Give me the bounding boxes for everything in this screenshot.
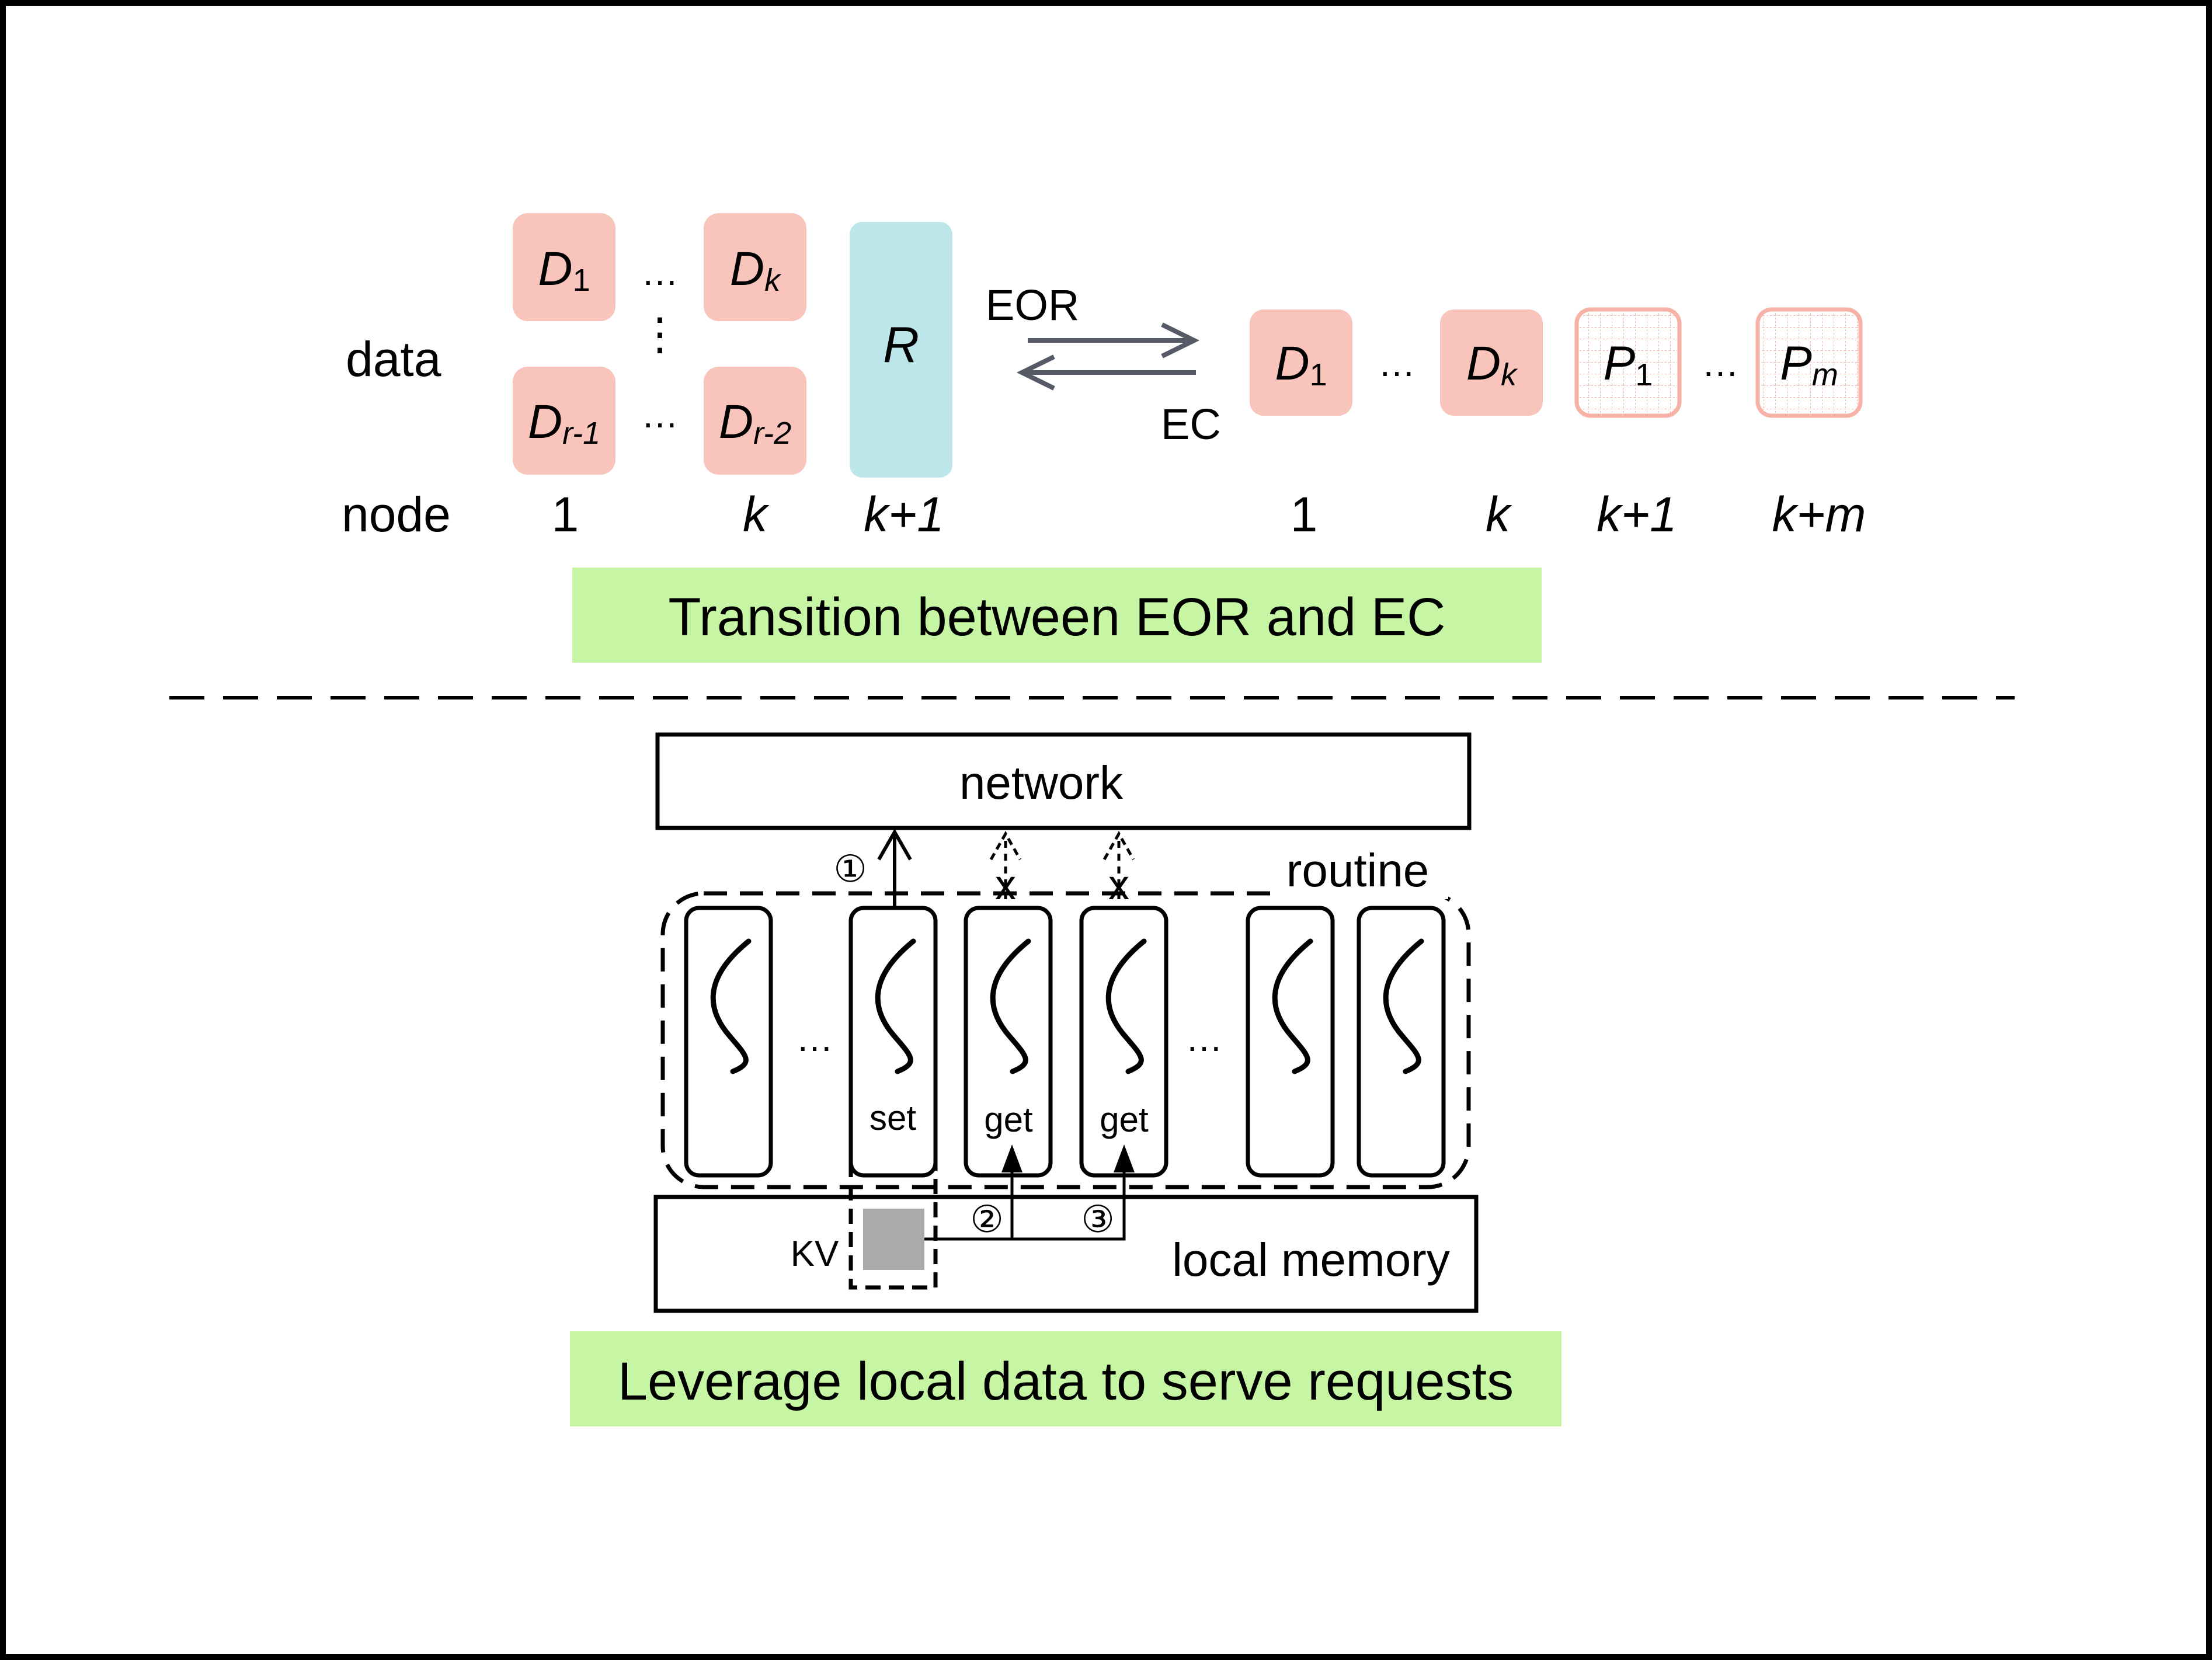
- node-right-1: 1: [1291, 487, 1318, 542]
- block-dr-1-label: Dr-1: [528, 395, 600, 451]
- step-3-head: [1114, 1144, 1135, 1172]
- node-right-k: k: [1486, 487, 1512, 542]
- ec-block-p1-grid: [1574, 307, 1682, 418]
- routine-get-1: [964, 906, 1053, 1178]
- ec-ellipsis-1: …: [1378, 342, 1415, 384]
- node-left-k1: k+1: [864, 487, 944, 542]
- node-left-1: 1: [552, 487, 579, 542]
- ellipsis-vertical: ⋮: [638, 309, 682, 359]
- routine-5: [1246, 906, 1335, 1178]
- block-dr-2-label: Dr-2: [719, 395, 791, 451]
- ec-block-pm-grid: [1755, 307, 1863, 418]
- blocked-2-head: [1102, 830, 1135, 861]
- step-1-arrow: ①: [833, 828, 912, 908]
- arrow-eor-head: [1161, 322, 1200, 359]
- routine-label-bg: [1273, 841, 1448, 899]
- block-r-label: R: [883, 317, 919, 373]
- eor-data-blocks: D1 Dk Dr-1 Dr-2 … … ⋮: [513, 213, 806, 475]
- get-label-1: get: [984, 1100, 1033, 1139]
- routine-ellipsis-left: …: [796, 1017, 833, 1059]
- step-2-label: ②: [970, 1198, 1003, 1240]
- ec-block-d1: [1250, 309, 1352, 416]
- kv-label: KV: [791, 1234, 839, 1274]
- step-3-label: ③: [1081, 1198, 1114, 1240]
- node-right-k1: k+1: [1597, 487, 1677, 542]
- network-box: [655, 732, 1472, 830]
- routine-get-2-thread: [1105, 938, 1147, 1074]
- routine-set-thread: [875, 938, 916, 1074]
- row-label-data: data: [346, 332, 441, 387]
- blocked-arrow-1: x: [989, 830, 1022, 909]
- ec-blocks: D1 Dk P1 Pm … …: [1250, 307, 1863, 418]
- routine-get-1-thread: [990, 938, 1031, 1074]
- block-dr-2: [704, 367, 806, 475]
- arrow-label-ec: EC: [1161, 400, 1221, 448]
- blocked-1-mark: x: [995, 862, 1016, 909]
- step-1-head: [877, 828, 912, 861]
- set-label: set: [870, 1098, 916, 1137]
- transition-panel: data node D1 Dk Dr-1 Dr-2 … … ⋮ R EOR EC: [342, 213, 1866, 663]
- routine-1: [684, 906, 773, 1178]
- blocked-arrow-2: x: [1102, 830, 1135, 909]
- ellipsis-bottom: …: [641, 394, 679, 436]
- routine-6-thread: [1383, 938, 1424, 1074]
- kv-dashed-region: [848, 1139, 938, 1290]
- step-1-label: ①: [833, 848, 867, 890]
- blocked-2-mark: x: [1108, 862, 1129, 909]
- ellipsis-top: …: [641, 251, 679, 293]
- routine-group: [660, 891, 1471, 1189]
- caption-bottom: Leverage local data to serve requests: [618, 1352, 1514, 1411]
- node-labels: 1 k k+1 1 k k+1 k+m: [552, 487, 1866, 542]
- step-2-head: [1001, 1144, 1022, 1172]
- block-d1: [513, 213, 615, 321]
- routine-1-thread: [710, 938, 752, 1074]
- network-label: network: [959, 757, 1124, 809]
- arrow-ec-head: [1016, 354, 1055, 391]
- transition-arrows: EOR EC: [986, 281, 1221, 448]
- routine-ellipsis-right: …: [1185, 1017, 1223, 1059]
- ec-block-d1-label: D1: [1275, 337, 1327, 392]
- ec-block-pm-label: Pm: [1780, 337, 1838, 392]
- blocked-1-head: [989, 830, 1022, 861]
- routine-5-thread: [1272, 938, 1313, 1074]
- caption-top-bg: [572, 568, 1542, 663]
- ec-ellipsis-2: …: [1702, 342, 1739, 384]
- local-data-panel: network routine … set get get …: [570, 732, 1561, 1426]
- routine-label: routine: [1286, 844, 1430, 896]
- node-left-k: k: [743, 487, 770, 542]
- row-label-node: node: [342, 487, 451, 542]
- ec-block-dk-label: Dk: [1466, 337, 1518, 392]
- ec-block-dk: [1440, 309, 1543, 416]
- get-label-2: get: [1100, 1100, 1149, 1139]
- caption-bottom-bg: [570, 1331, 1561, 1426]
- block-dk: [704, 213, 806, 321]
- step-3-arrow: ③: [1012, 1144, 1135, 1241]
- arrow-label-eor: EOR: [986, 281, 1079, 329]
- block-dk-label: Dk: [730, 242, 782, 298]
- local-memory-label: local memory: [1172, 1234, 1450, 1286]
- kv-block: [863, 1209, 924, 1270]
- routine-6: [1357, 906, 1446, 1178]
- node-right-km: k+m: [1772, 487, 1866, 542]
- local-memory-box: [653, 1195, 1479, 1313]
- block-d1-label: D1: [538, 242, 590, 298]
- block-r: [850, 222, 952, 478]
- caption-top: Transition between EOR and EC: [668, 587, 1445, 647]
- step-3-line: [1012, 1162, 1126, 1241]
- block-dr-1: [513, 367, 615, 475]
- ec-block-p1-label: P1: [1604, 337, 1653, 392]
